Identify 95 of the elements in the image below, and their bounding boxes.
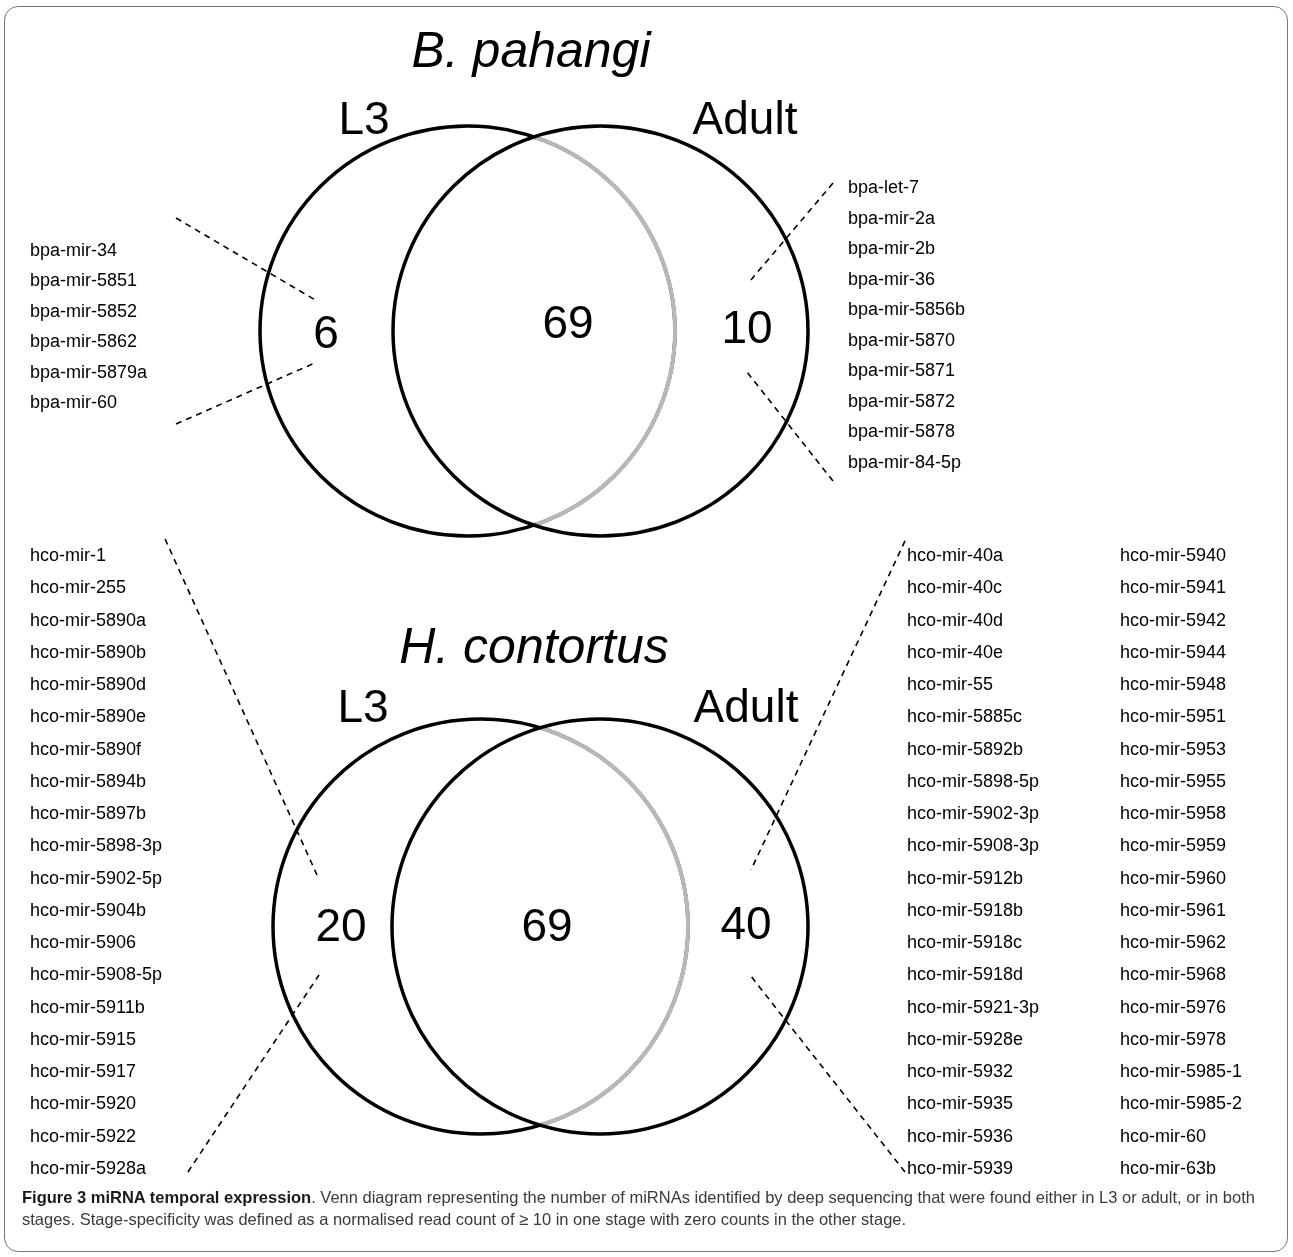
mirna-name: hco-mir-5928e xyxy=(907,1027,1024,1051)
mirna-name: hco-mir-255 xyxy=(30,576,127,600)
mirna-name: hco-mir-5918c xyxy=(907,931,1023,954)
mirna-name: hco-mir-5894b xyxy=(30,769,147,793)
mirna-name: bpa-mir-5872 xyxy=(848,389,956,413)
mirna-name: hco-mir-55 xyxy=(907,673,994,696)
mirna-name: bpa-mir-5879a xyxy=(30,360,148,384)
mirna-name: hco-mir-5918d xyxy=(907,963,1024,987)
leader-line xyxy=(164,538,318,876)
mirna-name: hco-mir-5959 xyxy=(1120,834,1227,858)
leader-line xyxy=(749,182,834,282)
mirna-name: hco-mir-5958 xyxy=(1120,802,1227,825)
count-label: 6 xyxy=(306,301,346,362)
mirna-name: hco-mir-63b xyxy=(1120,1156,1217,1180)
mirna-name: hco-mir-5985-2 xyxy=(1120,1092,1243,1116)
mirna-name: hco-mir-5936 xyxy=(907,1124,1014,1148)
mirna-name: hco-mir-5985-1 xyxy=(1120,1060,1243,1083)
mirna-name: bpa-mir-5851 xyxy=(30,269,138,293)
mirna-name: hco-mir-5885c xyxy=(907,705,1023,729)
figure-caption: Figure 3 miRNA temporal expression. Venn diagram representing the number of miRNAs identified by deep sequencing that were found either in L3 or adult, or in both stages. Stage-specificity was defined as a normalised read count of ≥ 10 in one stage with zero counts in the other stage. xyxy=(22,1187,1256,1230)
species-title: B. pahangi xyxy=(411,25,651,75)
mirna-name: hco-mir-5951 xyxy=(1120,705,1227,729)
mirna-name: hco-mir-5932 xyxy=(907,1060,1014,1083)
mirna-name: hco-mir-5955 xyxy=(1120,769,1227,793)
mirna-name: hco-mir-5915 xyxy=(30,1027,137,1051)
mirna-name: hco-mir-5961 xyxy=(1120,898,1227,922)
mirna-name: hco-mir-5898-3p xyxy=(30,834,163,858)
mirna-name: hco-mir-5898-5p xyxy=(907,769,1040,793)
count-label: 10 xyxy=(717,281,777,372)
mirna-name: hco-mir-5939 xyxy=(907,1156,1014,1180)
mirna-name: bpa-mir-5852 xyxy=(30,299,138,323)
mirna-name: hco-mir-5897b xyxy=(30,802,147,825)
count-label: 20 xyxy=(311,875,371,975)
mirna-name: hco-mir-5976 xyxy=(1120,995,1227,1019)
mirna-name: hco-mir-5968 xyxy=(1120,963,1227,987)
mirna-name: hco-mir-5904b xyxy=(30,898,147,922)
set-label: L3 xyxy=(338,95,390,141)
mirna-name: bpa-mir-5878 xyxy=(848,420,956,443)
leader-line xyxy=(187,974,320,1173)
mirna-name: hco-mir-5892b xyxy=(907,737,1024,761)
mirna-name: hco-mir-5890d xyxy=(30,673,147,696)
mirna-name: hco-mir-5902-3p xyxy=(907,802,1040,825)
mirna-name: hco-mir-5922 xyxy=(30,1124,137,1148)
mirna-name: bpa-mir-34 xyxy=(30,239,118,262)
mirna-name: hco-mir-5890b xyxy=(30,640,147,664)
mirna-name: hco-mir-5912b xyxy=(907,866,1024,890)
leader-line xyxy=(750,540,906,871)
mirna-name: hco-mir-60 xyxy=(1120,1124,1207,1148)
mirna-name: bpa-mir-2b xyxy=(848,237,936,260)
set-label: L3 xyxy=(337,683,389,729)
mirna-name: hco-mir-40a xyxy=(907,544,1004,567)
mirna-name: hco-mir-5962 xyxy=(1120,931,1227,954)
mirna-name: hco-mir-5942 xyxy=(1120,608,1227,632)
mirna-name: hco-mir-5911b xyxy=(30,995,145,1019)
mirna-name: hco-mir-5908-5p xyxy=(30,963,163,987)
mirna-name: bpa-mir-5862 xyxy=(30,330,138,354)
mirna-name: bpa-mir-2a xyxy=(848,206,936,230)
mirna-name: hco-mir-40c xyxy=(907,576,1003,600)
mirna-name: hco-mir-40e xyxy=(907,640,1004,664)
leader-line xyxy=(749,974,906,1173)
mirna-name: hco-mir-5918b xyxy=(907,898,1024,922)
leader-line xyxy=(746,371,834,482)
mirna-name: bpa-mir-36 xyxy=(848,267,936,291)
set-label: Adult xyxy=(693,683,799,729)
mirna-name: hco-mir-5920 xyxy=(30,1092,137,1116)
mirna-name: hco-mir-5940 xyxy=(1120,544,1227,567)
mirna-name: hco-mir-5944 xyxy=(1120,640,1227,664)
mirna-name: hco-mir-5890a xyxy=(30,608,147,632)
count-label: 69 xyxy=(538,294,598,350)
mirna-name: bpa-mir-5870 xyxy=(848,328,956,352)
mirna-name: hco-mir-5906 xyxy=(30,931,137,954)
count-label: 40 xyxy=(716,870,776,975)
mirna-name: hco-mir-1 xyxy=(30,544,106,567)
species-title: H. contortus xyxy=(399,621,669,671)
mirna-name: hco-mir-5928a xyxy=(30,1156,147,1180)
mirna-name: bpa-mir-5856b xyxy=(848,298,966,321)
mirna-name: bpa-mir-5871 xyxy=(848,359,956,382)
mirna-name: bpa-mir-84-5p xyxy=(848,450,962,474)
mirna-name: hco-mir-5917 xyxy=(30,1060,137,1083)
mirna-name: hco-mir-5948 xyxy=(1120,673,1227,696)
mirna-name: hco-mir-5890f xyxy=(30,737,142,761)
mirna-name: hco-mir-5953 xyxy=(1120,737,1227,761)
mirna-name: bpa-mir-60 xyxy=(30,390,118,414)
mirna-name: hco-mir-5921-3p xyxy=(907,995,1040,1019)
mirna-name: hco-mir-5908-3p xyxy=(907,834,1040,858)
mirna-name: hco-mir-5978 xyxy=(1120,1027,1227,1051)
mirna-name: hco-mir-5902-5p xyxy=(30,866,163,890)
count-label: 69 xyxy=(517,897,577,953)
mirna-name: bpa-let-7 xyxy=(848,176,920,199)
mirna-name: hco-mir-40d xyxy=(907,608,1004,632)
mirna-name: hco-mir-5935 xyxy=(907,1092,1014,1116)
set-label: Adult xyxy=(692,95,798,141)
mirna-name: hco-mir-5960 xyxy=(1120,866,1227,890)
mirna-name: hco-mir-5941 xyxy=(1120,576,1227,600)
mirna-name: hco-mir-5890e xyxy=(30,705,147,729)
